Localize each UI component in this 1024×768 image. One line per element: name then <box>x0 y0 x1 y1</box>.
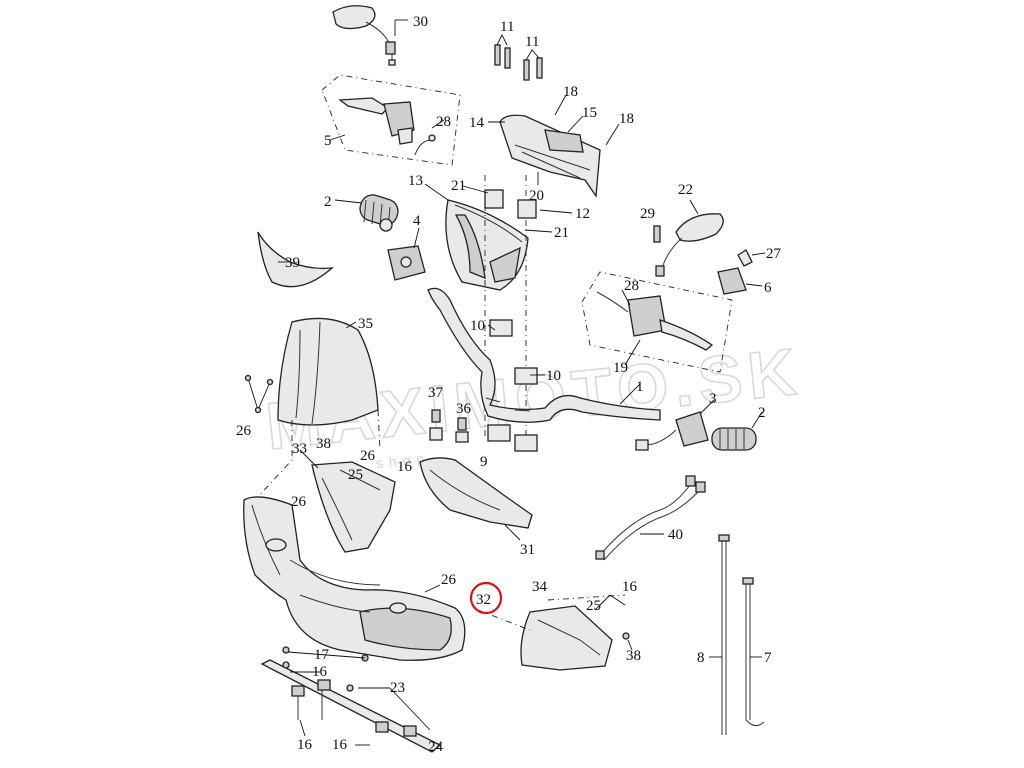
callout-11: 11 <box>525 34 539 50</box>
callout-38: 38 <box>316 436 331 452</box>
part-small-windscreen <box>257 231 334 288</box>
part-left-switch <box>387 227 426 281</box>
callout-28: 28 <box>436 114 451 130</box>
callout-3: 3 <box>709 391 717 407</box>
callout-24: 24 <box>428 739 444 755</box>
callout-1: 1 <box>636 379 644 395</box>
part-right-lever-assembly <box>581 271 733 373</box>
callout-12: 12 <box>575 206 590 222</box>
part-upper-cover <box>488 94 620 198</box>
part-handlebar <box>427 287 661 423</box>
callout-8: 8 <box>697 650 705 666</box>
part-wiring-harness <box>595 475 706 561</box>
callout-16: 16 <box>397 459 413 475</box>
callout-25: 25 <box>348 467 363 483</box>
part-steering-stem <box>462 175 573 452</box>
part-dash-cover <box>419 457 533 541</box>
callout-36: 36 <box>456 401 472 417</box>
callout-16: 16 <box>622 579 638 595</box>
callout-37: 37 <box>428 385 444 401</box>
callout-32: 32 <box>476 592 491 608</box>
callout-2: 2 <box>324 194 332 210</box>
part-support-bracket <box>260 646 442 753</box>
callout-29: 29 <box>640 206 655 222</box>
part-left-mirror <box>332 5 408 66</box>
callout-13: 13 <box>408 173 423 189</box>
callout-25: 25 <box>586 598 601 614</box>
callout-2: 2 <box>758 405 766 421</box>
part-fasteners-37-36 <box>429 409 469 443</box>
part-headlight-fairing <box>424 183 529 291</box>
callout-16: 16 <box>312 664 328 680</box>
callout-26: 26 <box>360 448 376 464</box>
callout-4: 4 <box>413 213 421 229</box>
callout-31: 31 <box>520 542 535 558</box>
callout-17: 17 <box>314 647 330 663</box>
part-left-lever-assembly <box>321 74 461 166</box>
callout-39: 39 <box>285 255 300 271</box>
callout-14: 14 <box>469 115 485 131</box>
callout-6: 6 <box>764 280 772 296</box>
callout-7: 7 <box>764 650 772 666</box>
callout-15: 15 <box>582 105 597 121</box>
callout-22: 22 <box>678 182 693 198</box>
callout-40: 40 <box>668 527 683 543</box>
part-throttle <box>635 399 715 451</box>
callout-26: 26 <box>236 423 252 439</box>
callout-30: 30 <box>413 14 428 30</box>
part-right-grip <box>711 411 763 451</box>
callout-labels: 30 11 11 5 28 18 14 15 18 13 21 20 12 21… <box>236 14 782 755</box>
callout-20: 20 <box>529 188 544 204</box>
callout-33: 33 <box>292 441 307 457</box>
callout-11: 11 <box>500 19 514 35</box>
callout-18: 18 <box>563 84 578 100</box>
callout-16: 16 <box>332 737 348 753</box>
callout-28: 28 <box>624 278 639 294</box>
callout-21: 21 <box>554 225 569 241</box>
callout-21: 21 <box>451 178 466 194</box>
callout-38: 38 <box>626 648 641 664</box>
part-front-fairing <box>243 496 466 661</box>
callout-35: 35 <box>358 316 373 332</box>
part-windscreen <box>244 317 381 501</box>
callout-26: 26 <box>441 572 457 588</box>
callout-23: 23 <box>390 680 405 696</box>
callout-5: 5 <box>324 133 332 149</box>
part-cables <box>709 534 765 735</box>
part-left-grip <box>334 194 399 232</box>
part-right-small <box>653 225 766 295</box>
callout-27: 27 <box>766 246 782 262</box>
callout-34: 34 <box>532 579 548 595</box>
part-inner-panel <box>299 449 396 553</box>
callout-10: 10 <box>546 368 561 384</box>
callout-16: 16 <box>297 737 313 753</box>
callout-26: 26 <box>291 494 307 510</box>
callout-10: 10 <box>470 318 485 334</box>
callout-19: 19 <box>613 360 628 376</box>
callout-18: 18 <box>619 111 634 127</box>
callout-9: 9 <box>480 454 488 470</box>
part-right-side-panel <box>477 594 633 671</box>
part-bolts-11 <box>494 33 543 81</box>
highlight-circle-32 <box>469 581 503 615</box>
part-right-mirror <box>655 199 724 277</box>
